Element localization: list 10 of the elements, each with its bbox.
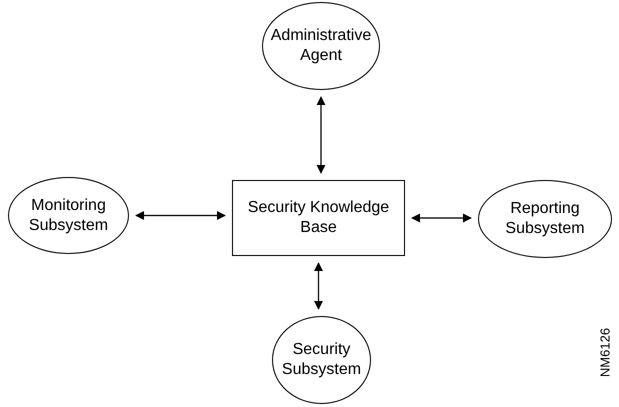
- ellipse-node: Administrative Agent: [262, 2, 380, 90]
- ellipse-node: Reporting Subsystem: [478, 180, 612, 258]
- double-arrow: [314, 262, 323, 310]
- ellipse-node: Security Subsystem: [272, 316, 371, 404]
- double-arrow: [135, 211, 226, 220]
- double-arrow: [411, 214, 472, 222]
- figure-id: NM6126: [598, 326, 612, 380]
- rectangle-node: Security Knowledge Base: [232, 180, 405, 256]
- double-arrow: [316, 96, 326, 174]
- ellipse-node: Monitoring Subsystem: [8, 177, 129, 254]
